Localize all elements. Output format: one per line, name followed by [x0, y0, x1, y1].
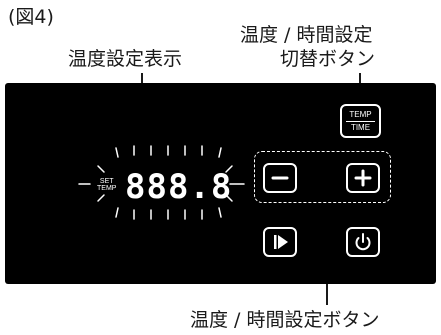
minus-button[interactable]: [263, 163, 297, 193]
set-label: SET: [99, 178, 114, 185]
toggle-time-label: TIME: [350, 123, 371, 132]
temp-time-button-group: [254, 151, 391, 203]
toggle-temp-label: TEMP: [349, 110, 372, 119]
toggle-divider: [346, 121, 375, 122]
figure-label: (図4): [8, 6, 54, 28]
power-button[interactable]: [346, 227, 380, 257]
start-button[interactable]: [263, 227, 297, 257]
toggle-caption-line2: 切替ボタン: [280, 48, 376, 70]
play-icon: [274, 235, 288, 249]
temp-time-toggle-button[interactable]: TEMP TIME: [340, 104, 381, 138]
plus-icon: [354, 169, 372, 187]
buttons-caption: 温度 / 時間設定ボタン: [190, 309, 380, 331]
set-temp-indicator: SET TEMP: [97, 178, 116, 193]
minus-icon: [271, 176, 289, 180]
temperature-digits: 888.8: [125, 167, 233, 207]
display-caption: 温度設定表示: [68, 48, 183, 70]
power-icon: [355, 233, 371, 251]
temp-label: TEMP: [97, 185, 117, 193]
toggle-caption-line1: 温度 / 時間設定: [240, 24, 373, 46]
plus-button[interactable]: [346, 163, 380, 193]
